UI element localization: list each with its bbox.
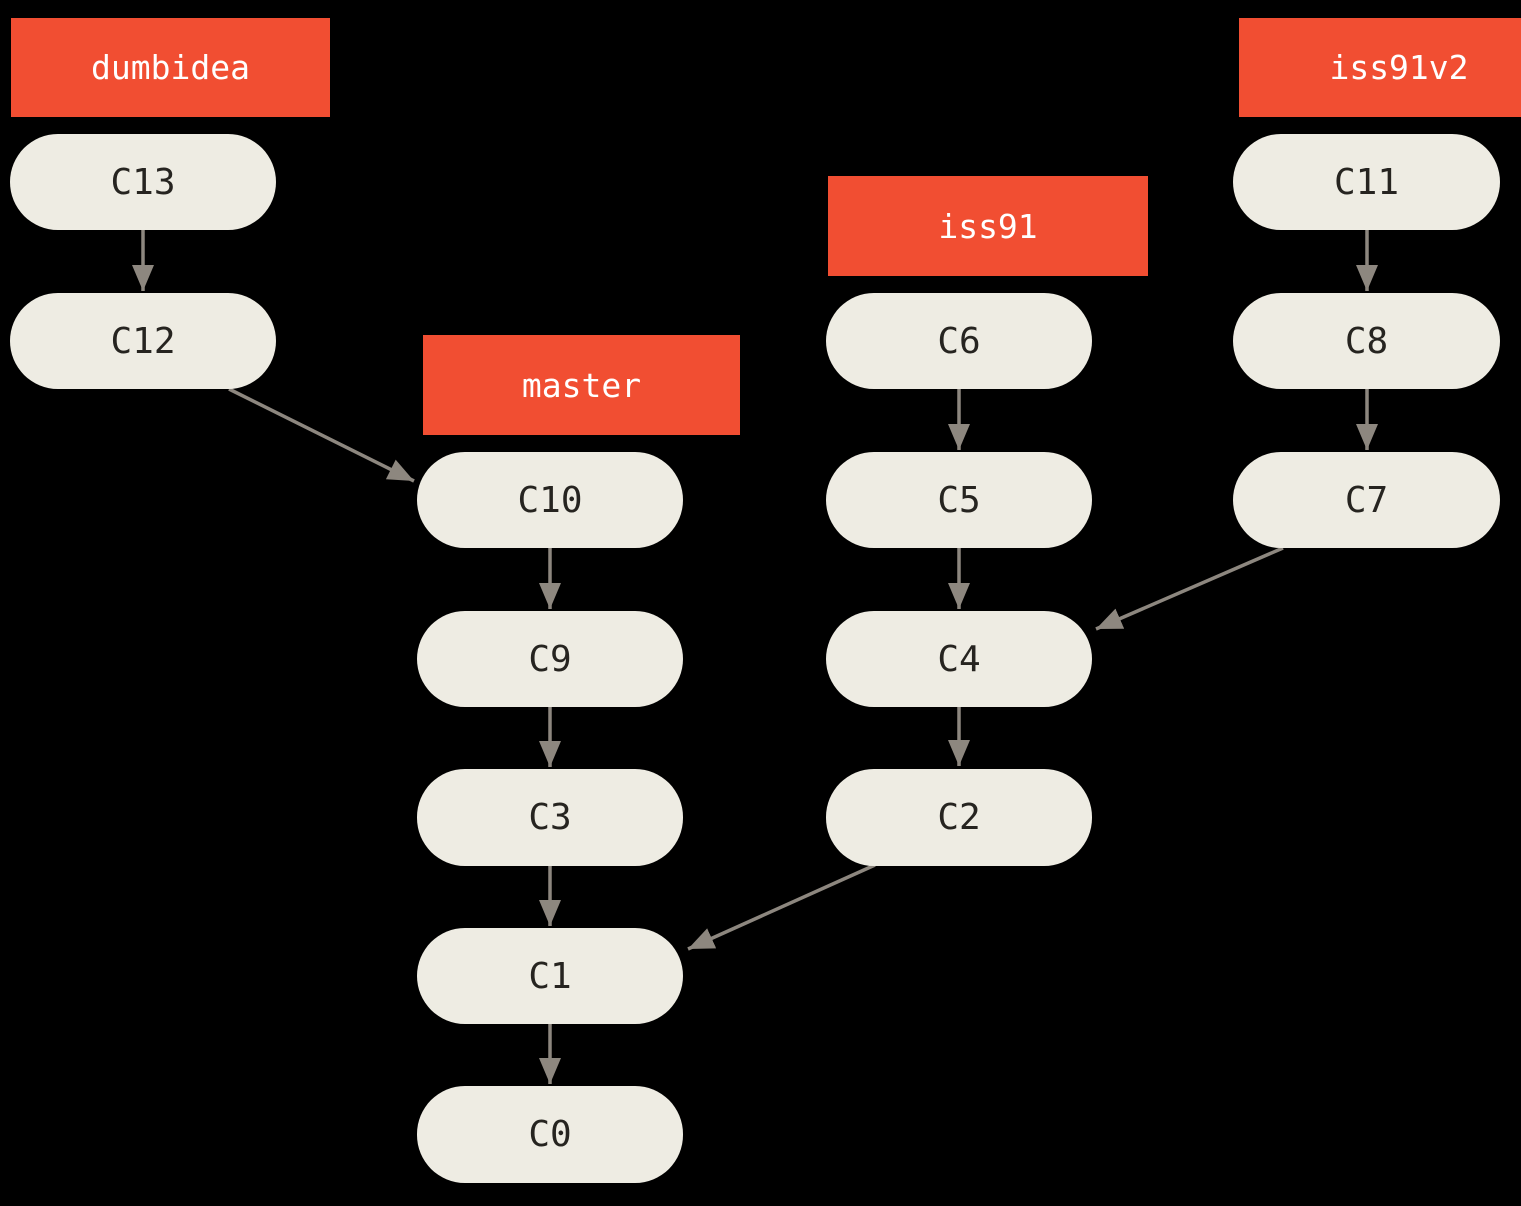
commit-node-c12: C12 — [10, 293, 276, 389]
branch-label-master: master — [423, 335, 740, 435]
commit-node-c2: C2 — [826, 769, 1092, 866]
arrow-c7-c4 — [1095, 546, 1284, 631]
commit-node-c1: C1 — [417, 928, 683, 1024]
branch-label-iss91v2: iss91v2 — [1239, 18, 1521, 117]
commit-node-c10: C10 — [417, 452, 683, 548]
arrow-c2-c1 — [687, 863, 876, 951]
commit-node-c13: C13 — [10, 134, 276, 230]
commit-node-c5: C5 — [826, 452, 1092, 548]
commit-node-c9: C9 — [417, 611, 683, 707]
commit-node-c4: C4 — [826, 611, 1092, 707]
commit-node-c11: C11 — [1233, 134, 1500, 230]
commit-node-c8: C8 — [1233, 293, 1500, 389]
branch-label-iss91: iss91 — [828, 176, 1148, 276]
arrow-c12-c10 — [228, 387, 415, 483]
commit-node-c0: C0 — [417, 1086, 683, 1183]
commit-node-c7: C7 — [1233, 452, 1500, 548]
commit-node-c3: C3 — [417, 769, 683, 866]
commit-node-c6: C6 — [826, 293, 1092, 389]
branch-label-dumbidea: dumbidea — [11, 18, 330, 117]
